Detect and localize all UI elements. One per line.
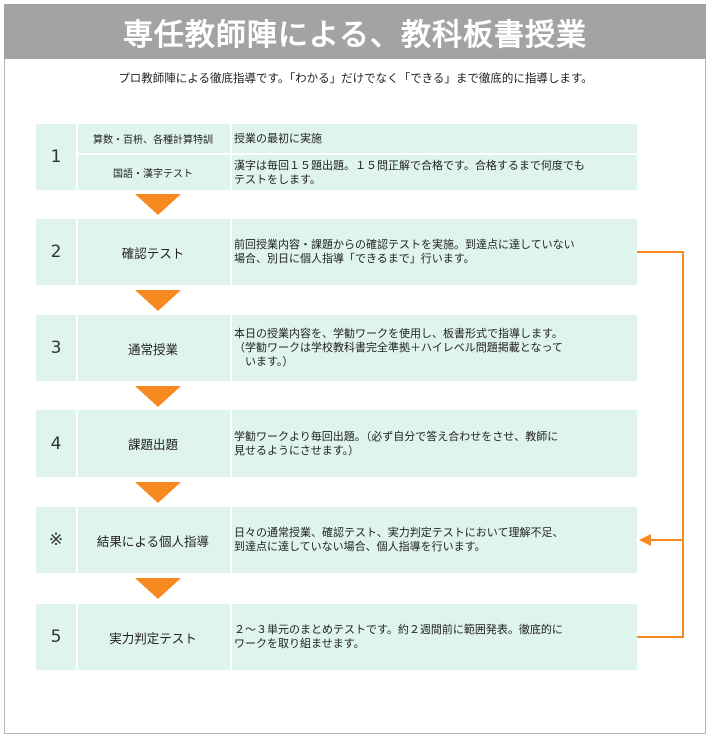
step-subtitle-kanji: 国語・漢字テスト <box>113 169 193 180</box>
step-subtitle-calc: 算数・百枡、各種計算特訓 <box>93 135 213 146</box>
step-number: 5 <box>50 627 62 647</box>
step-desc: 本日の授業内容を、学勧ワークを使用し、板書形式で指導します。 （学勧ワークは学校… <box>234 327 563 368</box>
flow-arrow <box>135 482 181 503</box>
step-desc: ２～３単元のまとめテストです。約２週間前に範囲発表。徹底的に ワークを取り組ませ… <box>234 623 563 650</box>
step-row-4: 4 課題出題 学勧ワークより毎回出題。（必ず自分で答え合わせをさせ、教師に 見せ… <box>36 410 637 477</box>
step-title: 通常授業 <box>127 341 178 357</box>
step-desc-calc: 授業の最初に実施 <box>234 131 322 145</box>
step-desc: 学勧ワークより毎回出題。（必ず自分で答え合わせをさせ、教師に 見せるようにさせま… <box>234 429 559 457</box>
flow-arrow <box>135 386 181 407</box>
connector-from-step-5 <box>637 540 684 638</box>
step-desc: 前回授業内容・課題からの確認テストを実施。到達点に達していない 場合、別日に個人… <box>234 238 575 265</box>
step-row-2: 2 確認テスト 前回授業内容・課題からの確認テストを実施。到達点に達していない … <box>36 219 637 285</box>
step-row-3: 3 通常授業 本日の授業内容を、学勧ワークを使用し、板書形式で指導します。 （学… <box>36 315 637 381</box>
step-number: 1 <box>50 147 62 167</box>
step-number: 2 <box>50 242 62 262</box>
step-row-individual: ※ 結果による個人指導 日々の通常授業、確認テスト、実力判定テストにおいて理解不… <box>36 507 637 573</box>
step-row-5: 5 実力判定テスト ２～３単元のまとめテストです。約２週間前に範囲発表。徹底的に… <box>36 604 637 670</box>
flow-arrow <box>135 578 181 599</box>
step-title: 課題出題 <box>127 437 178 452</box>
step-title: 確認テスト <box>121 245 185 261</box>
step-desc-kanji: 漢字は毎回１５題出題。１５問正解で合格です。合格するまで何度でも テストをします… <box>234 158 585 186</box>
step-row-1: 1 算数・百枡、各種計算特訓 授業の最初に実施 国語・漢字テスト 漢字は毎回１５… <box>36 124 637 190</box>
step-title: 結果による個人指導 <box>96 533 210 549</box>
step-number: 4 <box>50 433 62 454</box>
step-number: 3 <box>50 338 62 358</box>
page-title: 専任教師陣による、教科板書授業 <box>122 17 588 53</box>
step-desc: 日々の通常授業、確認テスト、実力判定テストにおいて理解不足、 到達点に達していな… <box>234 526 564 553</box>
step-number: ※ <box>48 530 64 550</box>
arrow-left-icon <box>639 534 651 546</box>
flow-arrow <box>135 290 181 311</box>
flow-arrow <box>135 194 181 215</box>
step-title: 実力判定テスト <box>109 630 197 646</box>
connector-from-step-2 <box>637 251 684 540</box>
page-subtitle: プロ教師陣による徹底指導です。「わかる」だけでなく「できる」まで徹底的に指導しま… <box>118 71 593 85</box>
title-banner: 専任教師陣による、教科板書授業 <box>4 4 706 59</box>
